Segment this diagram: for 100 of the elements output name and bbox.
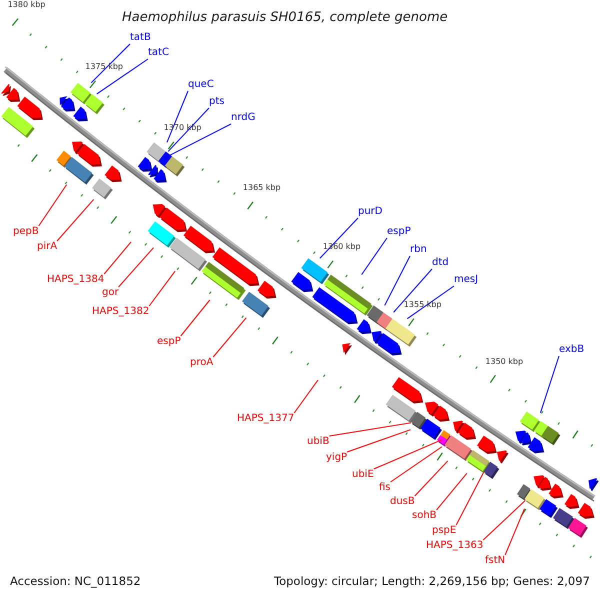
gene-label: tatB	[130, 32, 151, 44]
gene-symbol	[548, 484, 564, 499]
leader-line	[540, 356, 560, 414]
gene-label: HAPS_1377	[237, 413, 294, 425]
gene-label: mesJ	[454, 274, 478, 286]
leader-line	[319, 218, 358, 259]
gene-symbol	[291, 272, 314, 292]
gene-label: HAPS_1382	[92, 306, 150, 318]
gene-block	[164, 156, 185, 176]
gene-block	[420, 418, 442, 440]
gene-label: espP	[387, 226, 411, 238]
leader-line	[414, 460, 448, 496]
gene-label: purD	[358, 206, 382, 218]
gene-block	[84, 94, 104, 114]
leader-line	[38, 184, 68, 226]
gene-symbol	[61, 97, 76, 112]
gene-symbol	[433, 406, 450, 422]
gene-symbol	[138, 157, 152, 172]
gene-label: ubiB	[307, 436, 330, 448]
leader-line	[96, 58, 148, 94]
leader-line	[90, 44, 130, 84]
gene-symbol	[496, 450, 508, 464]
gene-symbol	[154, 169, 167, 183]
leader-line	[373, 439, 442, 470]
genome-summary-label: Topology: circular; Length: 2,269,156 bp; Genes: 2,097	[274, 574, 590, 588]
gene-block	[242, 292, 270, 318]
gene-label: queC	[188, 79, 214, 91]
gene-symbol	[578, 502, 594, 519]
gene-symbol	[160, 208, 187, 232]
scale-label: 1350 kbp	[485, 356, 524, 367]
leader-line	[390, 446, 442, 482]
gene-label: tatC	[148, 47, 169, 59]
gene-symbol	[538, 476, 552, 491]
gene-label: sohB	[412, 510, 437, 522]
gene-symbol	[520, 432, 532, 446]
gene-block	[301, 258, 330, 284]
leader-line	[346, 429, 411, 452]
gene-label: pepB	[13, 226, 39, 238]
leader-line	[436, 472, 468, 510]
leader-line	[504, 508, 525, 556]
gene-label: proA	[190, 357, 214, 369]
leader-line	[406, 286, 454, 320]
scale-label: 1380 kbp	[8, 0, 46, 10]
gene-block	[385, 318, 417, 347]
leader-line	[294, 380, 318, 414]
gene-block	[386, 394, 418, 423]
leader-line	[167, 124, 232, 157]
gene-label: pts	[209, 96, 224, 108]
gene-symbol	[104, 166, 122, 182]
gene-symbol	[564, 494, 580, 510]
leader-line	[56, 198, 94, 242]
scale-label: 1365 kbp	[242, 183, 281, 194]
scale-label: 1355 kbp	[404, 300, 442, 310]
gene-block	[540, 499, 558, 518]
gene-block	[541, 426, 560, 446]
leader-line	[118, 247, 154, 288]
gene-symbol	[258, 280, 276, 299]
gene-block	[484, 462, 500, 479]
gene-label: fis	[379, 482, 391, 494]
gene-symbol	[73, 106, 88, 122]
gene-symbol	[588, 478, 599, 492]
gene-symbol	[6, 88, 20, 102]
gene-label: exbB	[559, 344, 584, 356]
accession-label: Accession: NC_011852	[10, 574, 141, 588]
gene-block	[444, 435, 473, 461]
gene-block	[64, 156, 94, 185]
leader-line	[393, 268, 432, 313]
leader-line	[456, 472, 484, 526]
gene-label: gor	[102, 287, 119, 299]
gene-label: HAPS_1363	[426, 540, 484, 552]
gene-symbol	[477, 436, 497, 454]
leader-line	[361, 238, 388, 276]
gene-block	[202, 262, 246, 300]
gene-label: nrdG	[231, 112, 256, 124]
gene-block	[324, 274, 373, 316]
scale-label: 1375 kbp	[85, 62, 123, 72]
gene-symbol	[148, 164, 158, 178]
gene-label: rbn	[410, 244, 427, 256]
gene-symbol	[76, 144, 102, 167]
gene-label: fstN	[485, 555, 506, 567]
gene-label: HAPS_1384	[47, 274, 104, 286]
gene-block	[169, 238, 208, 272]
gene-label: dusB	[390, 496, 415, 508]
gene-block	[1, 106, 35, 138]
gene-symbol	[342, 343, 352, 355]
gene-label: yigP	[326, 452, 348, 464]
diagram-title: Haemophilus parasuis SH0165, complete genome	[122, 10, 448, 26]
gene-symbol	[356, 319, 372, 334]
gene-symbol	[1, 84, 11, 96]
leader-line	[180, 300, 210, 336]
leader-line	[212, 317, 247, 358]
leader-line	[148, 270, 176, 306]
gene-symbol	[17, 96, 43, 120]
gene-label: espP	[157, 336, 181, 348]
leader-line	[328, 422, 412, 436]
leader-line	[384, 256, 410, 306]
leader-line	[482, 500, 526, 540]
gene-label: pirA	[37, 241, 58, 253]
leader-line	[104, 242, 132, 274]
gene-label: pspE	[432, 525, 456, 537]
